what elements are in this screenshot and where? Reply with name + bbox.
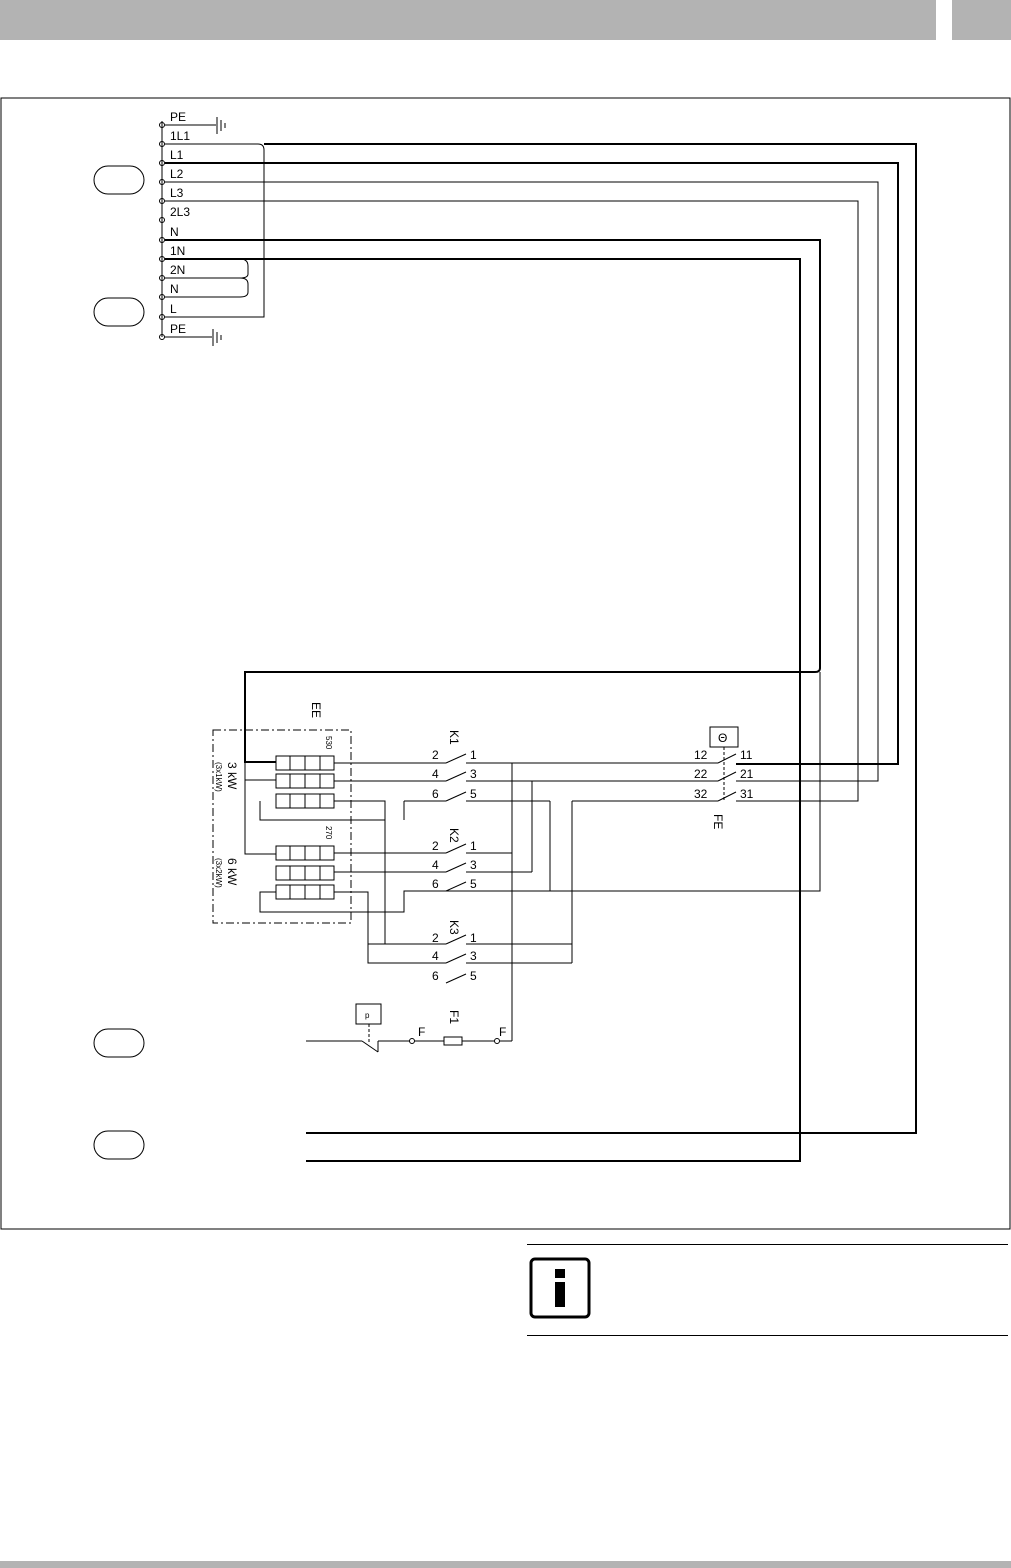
- wire-1l1: [264, 143, 917, 1134]
- heater-stage1-power: 3 kW: [225, 762, 239, 790]
- wire-k2-5: [259, 672, 821, 913]
- contactor-k2: K2 2 1 4 3 6 5: [334, 828, 532, 892]
- pin-label: 6: [432, 877, 439, 891]
- fuse-f1: F F1 F: [409, 1010, 512, 1046]
- terminal-label: 2L3: [170, 205, 190, 219]
- pin-label: 22: [694, 767, 708, 781]
- jumper-1l1-l: [165, 143, 265, 318]
- pin-label: 12: [694, 748, 708, 762]
- connector-bubble-3: [93, 1028, 145, 1058]
- pin-label: 5: [470, 787, 477, 801]
- thermostat-symbol: Θ: [718, 731, 727, 745]
- pin-label: 4: [432, 858, 439, 872]
- terminal-label: N: [170, 225, 179, 239]
- terminal-label: 1L1: [170, 129, 190, 143]
- wire-n: [165, 239, 821, 763]
- info-note: [527, 1244, 1008, 1336]
- pin-label: 5: [470, 877, 477, 891]
- wire-n-branch2: [244, 762, 276, 781]
- pin-label: 2: [432, 839, 439, 853]
- pressure-switch: p: [306, 1003, 410, 1053]
- pin-label: 11: [740, 748, 753, 762]
- heater-stage1-detail: (3x1kW): [214, 762, 223, 792]
- ground-icon: [165, 117, 226, 134]
- terminal-label: 2N: [170, 263, 185, 277]
- contactor-k1-label: K1: [447, 730, 461, 745]
- pin-label: 4: [432, 767, 439, 781]
- pin-label: 32: [694, 787, 708, 801]
- terminal-label: L1: [170, 148, 184, 162]
- contactor-k1: K1 2 1 4 3 6 5: [334, 730, 550, 820]
- heater-stage2-power: 6 kW: [225, 858, 239, 886]
- thermostat-fe: Θ FE 12 11 22 21 32 31: [512, 726, 754, 829]
- pin-label: 5: [470, 969, 477, 983]
- pin-label: 3: [470, 858, 477, 872]
- terminal-strip: PE 1L1 L1 L2 L3 2L3 N 1N 2N N L PE: [159, 110, 226, 346]
- terminal-icon: [159, 122, 165, 340]
- connector-bubble-4: [93, 1130, 145, 1160]
- wire-element3: [259, 800, 386, 821]
- footer-bar: [0, 1561, 1011, 1568]
- header-bar: [0, 0, 936, 40]
- terminal-label: L2: [170, 167, 184, 181]
- wire-l3: [165, 200, 859, 802]
- pin-label: 3: [470, 949, 477, 963]
- ground-icon: [165, 329, 222, 346]
- pin-label: 31: [740, 787, 754, 801]
- terminal-label: N: [170, 282, 179, 296]
- heater-box: [212, 729, 352, 924]
- pin-label: 21: [740, 767, 754, 781]
- diagram-frame: [0, 97, 1011, 1230]
- heater-stage1-code: 530: [324, 736, 333, 750]
- pin-label: 1: [470, 839, 477, 853]
- heater-stage2-detail: (3x2kW): [214, 858, 223, 888]
- terminal-label: PE: [170, 322, 186, 336]
- terminal-label: L: [170, 302, 177, 316]
- terminal-icon: [409, 1038, 415, 1044]
- heater-name: EE: [309, 702, 323, 718]
- pin-label: 6: [432, 787, 439, 801]
- pin-label: 1: [470, 931, 477, 945]
- fuse-terminal-left: F: [418, 1025, 425, 1039]
- jumper-2n-n: [165, 277, 249, 298]
- wire-l1: [165, 162, 899, 765]
- contactor-k3-label: K3: [447, 920, 461, 935]
- pin-label: 2: [432, 748, 439, 762]
- wire-1n: [165, 258, 801, 1162]
- heater-stage2-code: 270: [324, 826, 333, 840]
- terminal-label: L3: [170, 186, 184, 200]
- header-tab: [952, 0, 1011, 40]
- terminal-icon: [494, 1038, 500, 1044]
- contactor-k2-label: K2: [447, 828, 461, 843]
- pin-label: 1: [470, 748, 477, 762]
- connector-bubble-2: [93, 297, 145, 327]
- fuse-symbol: [443, 1036, 463, 1046]
- info-icon: [529, 1257, 591, 1319]
- terminal-label: 1N: [170, 244, 185, 258]
- contactor-k3: K3 2 1 4 3 6 5: [334, 801, 573, 984]
- pin-label: 6: [432, 969, 439, 983]
- wire-l2: [165, 181, 879, 782]
- pin-label: 4: [432, 949, 439, 963]
- wire-n-branch: [244, 672, 276, 855]
- thermostat-label: FE: [711, 814, 725, 829]
- fuse-terminal-right: F: [499, 1025, 506, 1039]
- pressure-switch-symbol: p: [365, 1011, 370, 1020]
- connector-bubble-1: [93, 165, 145, 195]
- fuse-label: F1: [447, 1010, 461, 1024]
- pin-label: 3: [470, 767, 477, 781]
- pin-label: 2: [432, 931, 439, 945]
- terminal-label: PE: [170, 110, 186, 124]
